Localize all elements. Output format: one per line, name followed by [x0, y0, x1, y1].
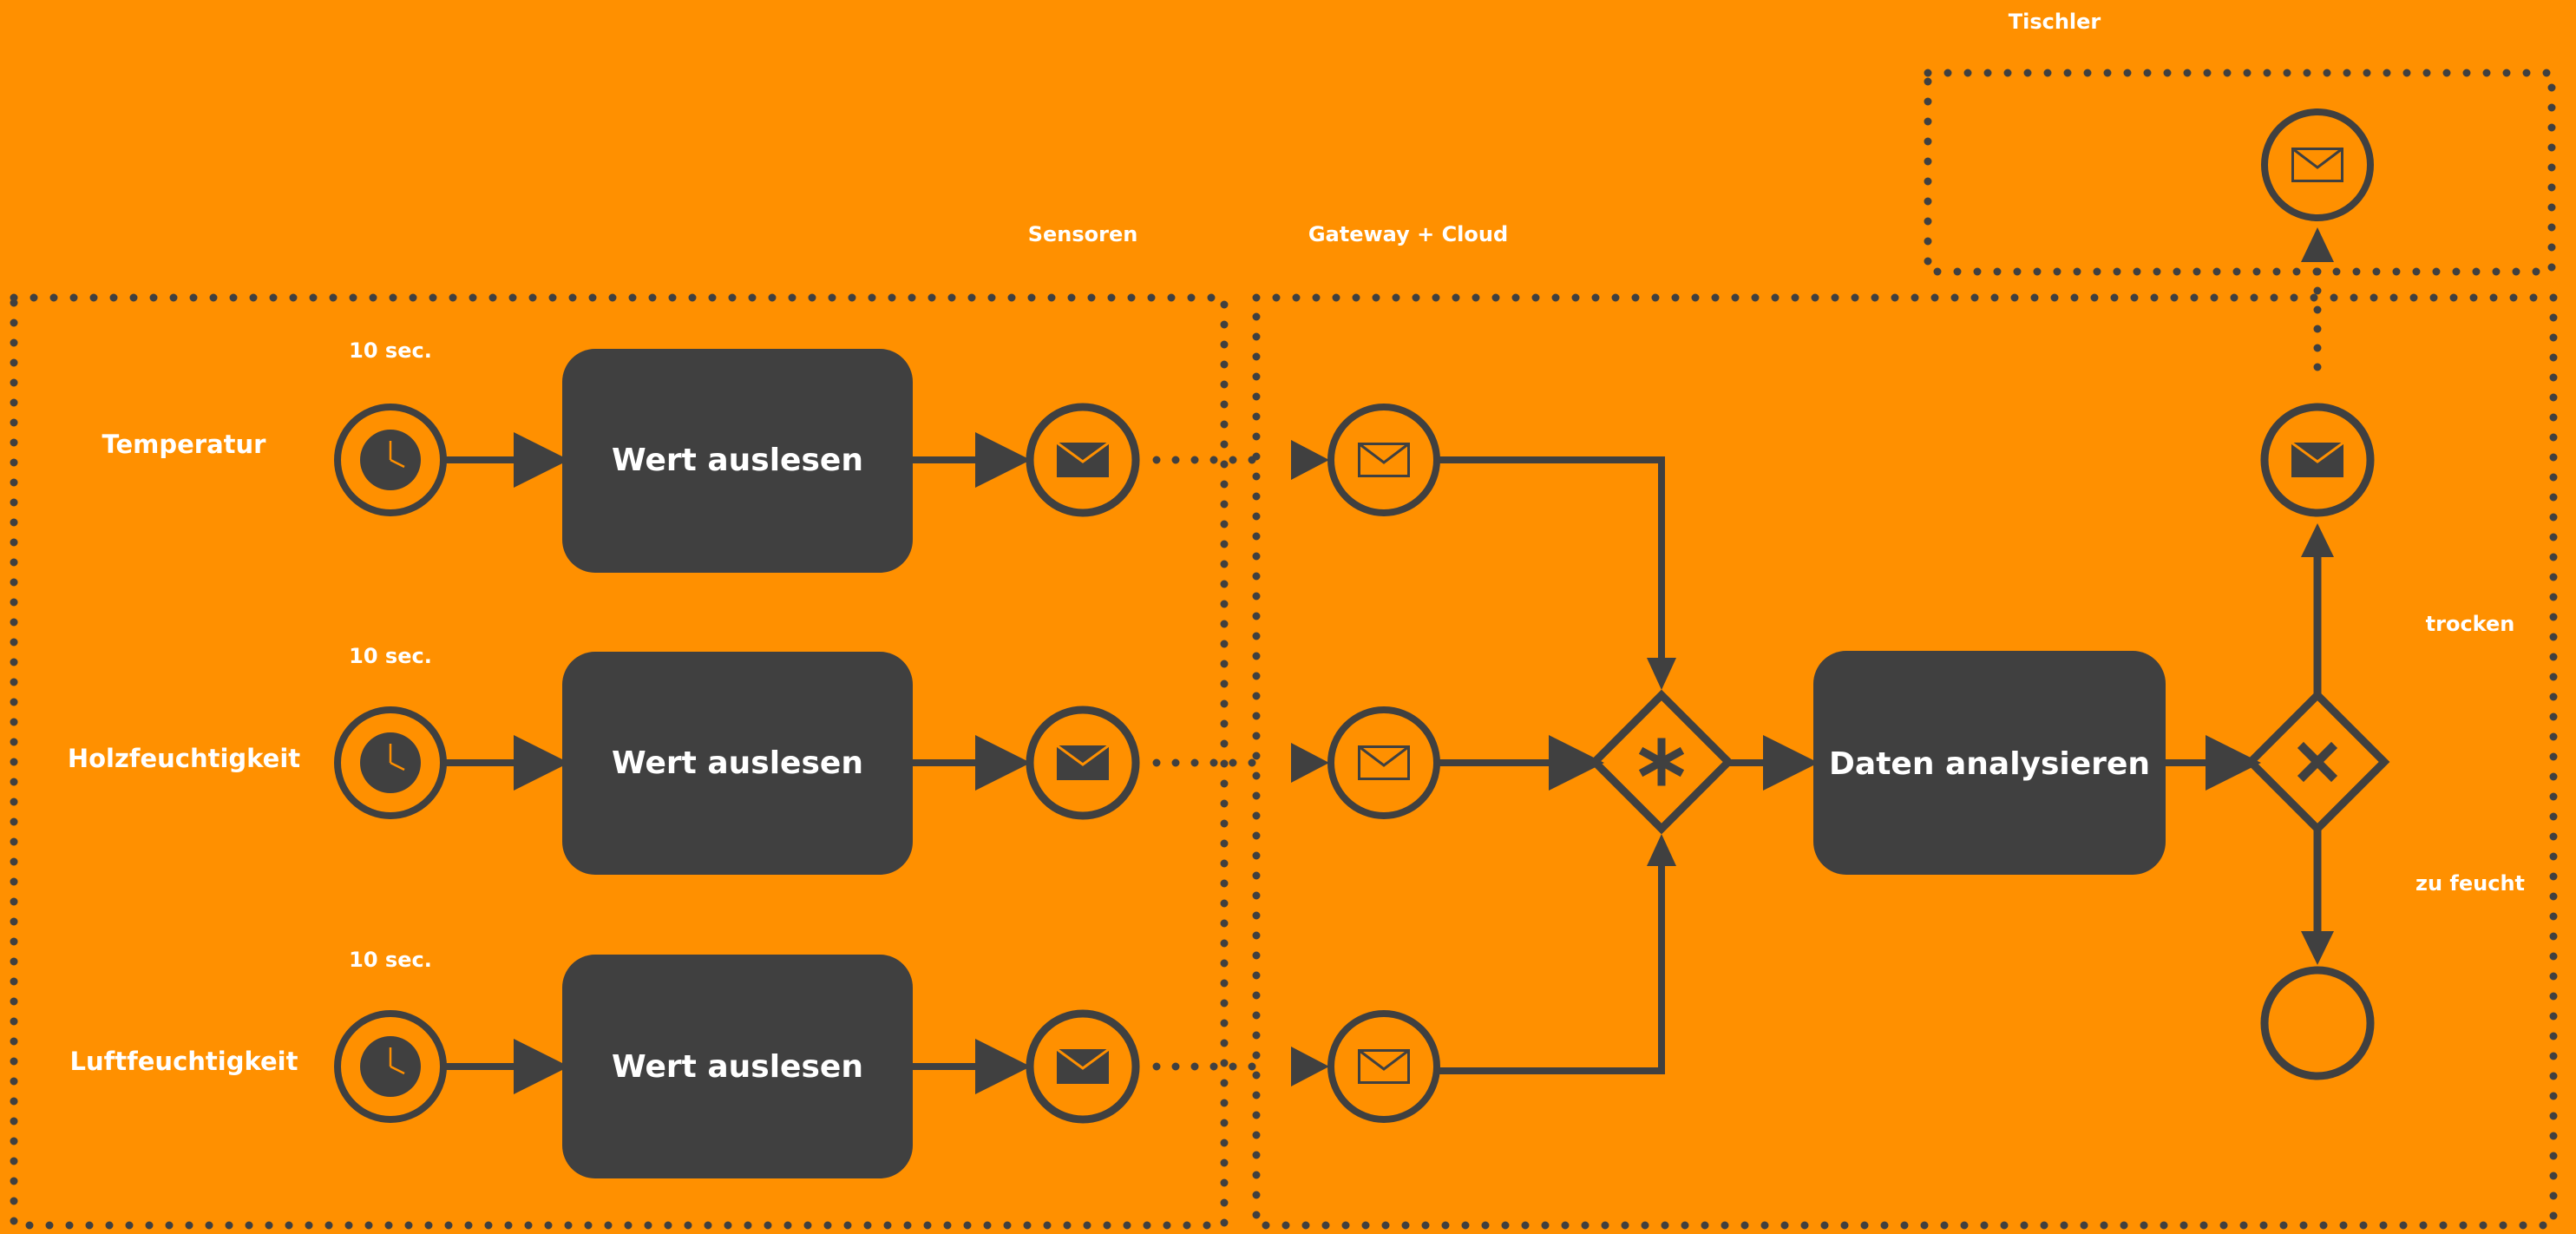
timer-label: 10 sec.	[349, 948, 432, 972]
clock-icon	[334, 706, 447, 819]
pool-label-tischler: Tischler	[2009, 10, 2101, 34]
pool-sensoren	[10, 293, 1229, 1230]
envelope-icon	[1327, 1010, 1440, 1123]
x-icon	[2245, 689, 2390, 835]
sequence-flows-to-gateway	[1438, 456, 1676, 1074]
end-event	[2260, 966, 2375, 1080]
envelope-icon	[2261, 108, 2374, 221]
envelope-icon	[2260, 403, 2375, 517]
sensor-row-holzfeuchtigkeit: Holzfeuchtigkeit 10 sec. Wert auslesen	[68, 644, 1440, 875]
envelope-icon	[1026, 403, 1140, 517]
sensor-row-temperatur: Temperatur 10 sec. Wert auslesen	[102, 338, 1440, 573]
sensor-row-luftfeuchtigkeit: Luftfeuchtigkeit 10 sec. Wert auslesen	[70, 948, 1440, 1178]
envelope-icon	[1327, 706, 1440, 819]
sensor-label: Luftfeuchtigkeit	[70, 1047, 298, 1076]
task-wert-auslesen	[562, 955, 913, 1178]
pool-label-sensoren: Sensoren	[1028, 222, 1138, 246]
task-daten-analysieren	[1813, 651, 2166, 875]
pool-label-gateway: Gateway + Cloud	[1308, 222, 1508, 246]
sensor-label: Holzfeuchtigkeit	[68, 744, 300, 773]
task-label: Wert auslesen	[612, 1049, 863, 1085]
branch-label-wet: zu feucht	[2415, 871, 2525, 896]
timer-label: 10 sec.	[349, 644, 432, 668]
pool-tischler	[1924, 69, 2556, 276]
envelope-icon	[1026, 706, 1140, 820]
clock-icon	[334, 404, 447, 516]
sensor-label: Temperatur	[102, 430, 267, 459]
branch-label-dry: trocken	[2426, 612, 2515, 636]
envelope-icon	[1327, 404, 1440, 516]
task-label-analysis: Daten analysieren	[1829, 746, 2150, 782]
pool-boundaries	[10, 69, 2558, 1230]
task-label: Wert auslesen	[612, 745, 863, 781]
task-wert-auslesen	[562, 652, 913, 875]
task-wert-auslesen	[562, 349, 913, 573]
task-label: Wert auslesen	[612, 443, 863, 478]
timer-label: 10 sec.	[349, 338, 432, 363]
envelope-icon	[1026, 1009, 1140, 1124]
pool-gateway	[1252, 293, 2558, 1230]
asterisk-icon	[1589, 689, 1734, 835]
clock-icon	[334, 1010, 447, 1123]
